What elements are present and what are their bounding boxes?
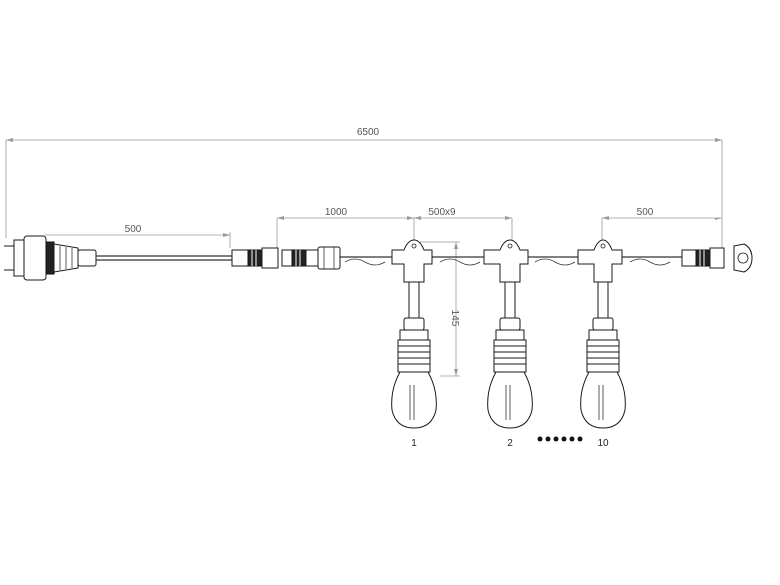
connector-to-socket-dimension: 1000: [276, 207, 415, 248]
bulb-2-label: 2: [507, 438, 513, 449]
total-length-label: 6500: [357, 127, 380, 138]
bulb-1-label: 1: [411, 438, 417, 449]
main-cable: [96, 255, 682, 266]
drop-length-dimension: 145: [420, 241, 460, 377]
connector-female: [281, 246, 341, 270]
socket-spacing-dimension: 500x9: [414, 207, 513, 244]
bulb-1: [391, 281, 437, 429]
plug-cable-label: 500: [125, 224, 142, 235]
end-cap: [733, 243, 753, 273]
plug-cable-dimension: 500: [45, 224, 231, 248]
socket-tee-2: [483, 239, 529, 283]
continuation-dots: [537, 436, 583, 442]
connector-to-socket-label: 1000: [325, 207, 348, 218]
end-cable-label: 500: [637, 207, 654, 218]
bulb-10-label: 10: [597, 438, 609, 449]
bulb-2: [487, 281, 533, 429]
bulb-10: [580, 281, 626, 429]
total-length-dimension: 6500: [5, 127, 723, 248]
socket-tee-10: [577, 239, 623, 283]
connector-male: [231, 247, 279, 269]
end-cable-dimension: 500: [601, 207, 722, 244]
power-plug: [4, 235, 97, 281]
socket-tee-1: [391, 239, 433, 283]
socket-spacing-label: 500x9: [428, 207, 456, 218]
end-connector: [681, 247, 725, 269]
drop-length-label: 145: [449, 310, 460, 327]
